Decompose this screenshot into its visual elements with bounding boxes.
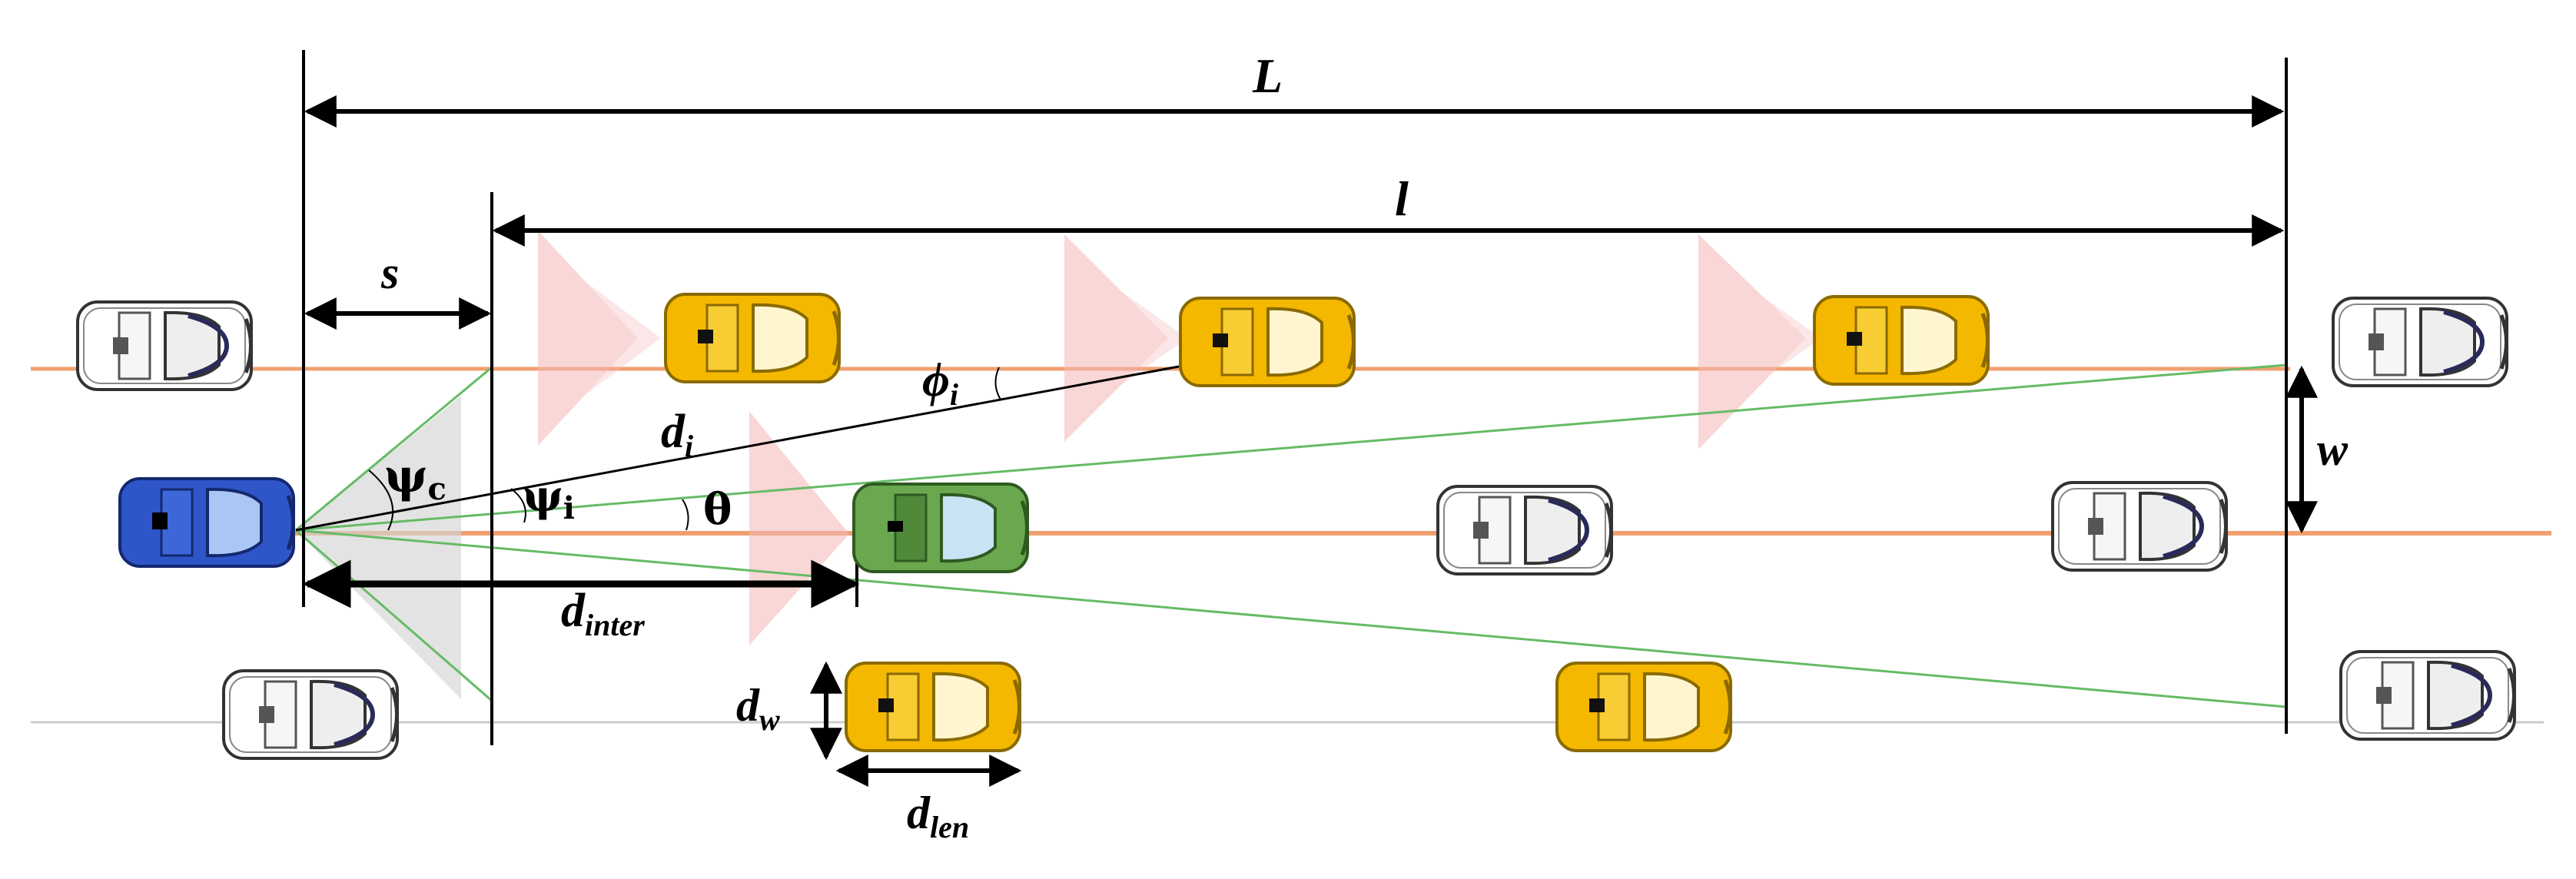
distance-d-i-line	[295, 363, 1188, 532]
ego-vehicle	[120, 479, 294, 566]
beam-triangles	[538, 231, 1821, 645]
label-s: s	[380, 247, 399, 298]
beam-sector	[296, 396, 461, 699]
other-vehicle	[78, 302, 251, 390]
other-vehicle	[2341, 652, 2515, 739]
beam-triangle	[1064, 234, 1168, 442]
angle-psi-c-arc	[368, 469, 394, 531]
interfering-vehicle	[1557, 663, 1731, 751]
label-psi-c: ψc	[384, 449, 446, 507]
angle-theta-arc	[682, 499, 689, 531]
other-vehicle	[2053, 483, 2226, 570]
beam-triangle	[569, 269, 661, 407]
beam-triangle	[749, 411, 849, 645]
angle-psi-i-arc	[510, 488, 526, 523]
label-theta: θ	[703, 484, 732, 535]
interfering-vehicle	[666, 294, 839, 382]
fov-lines	[295, 363, 2287, 708]
target-vehicle	[854, 484, 1027, 572]
interfering-vehicle	[1180, 298, 1354, 386]
label-d-len: dlen	[907, 788, 969, 844]
label-d-w: dw	[736, 680, 780, 737]
interfering-vehicle	[846, 663, 1020, 751]
angle-phi-i-arc	[994, 367, 1001, 400]
beam-triangle	[1698, 234, 1806, 449]
interfering-vehicle	[1814, 297, 1988, 384]
label-L: L	[1252, 48, 1283, 103]
label-d-i: di	[661, 406, 693, 463]
label-d-inter: dinter	[561, 585, 645, 642]
other-vehicle	[2333, 298, 2507, 386]
other-vehicle	[1438, 486, 1612, 574]
beam-triangle	[1095, 273, 1187, 403]
beam-triangle	[538, 231, 638, 446]
label-phi-i: ϕi	[922, 354, 958, 412]
beam-triangle	[1729, 273, 1821, 403]
label-w: w	[2317, 424, 2349, 475]
label-psi-i: ψi	[523, 471, 575, 526]
other-vehicle	[224, 671, 397, 758]
label-l: l	[1395, 171, 1409, 226]
